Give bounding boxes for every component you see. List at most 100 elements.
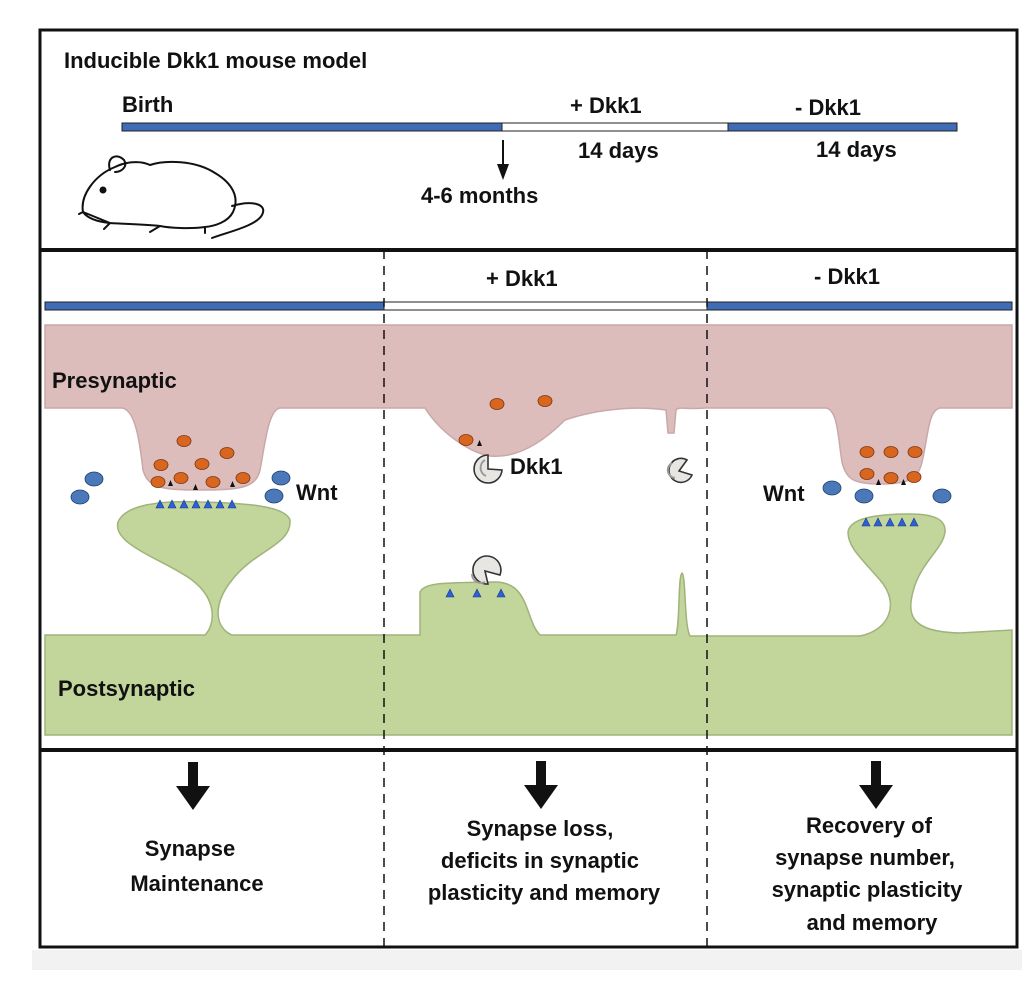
outcome-right-line: synaptic plasticity <box>772 877 964 902</box>
outcome-right-line: synapse number, <box>775 845 955 870</box>
outcomes-section: Synapse Maintenance Synapse loss, defici… <box>130 761 969 935</box>
outcome-middle-line: plasticity and memory <box>428 880 661 905</box>
wnt-sphere-icon <box>854 488 874 504</box>
plus-dkk1-timeline-label: + Dkk1 <box>570 93 642 118</box>
vesicle <box>173 472 189 484</box>
down-arrow-icon <box>176 762 210 810</box>
left-vesicles <box>150 435 251 488</box>
panel-timeline-middle <box>383 301 708 311</box>
postsynaptic-membrane <box>44 500 1013 736</box>
receptor <box>227 499 237 509</box>
receptor <box>496 588 506 598</box>
vesicle <box>458 434 474 446</box>
outcome-right-line: Recovery of <box>806 813 933 838</box>
presynaptic-label: Presynaptic <box>52 368 177 393</box>
wnt-label-right: Wnt <box>763 481 805 506</box>
plus-dkk1-panel-header: + Dkk1 <box>486 266 558 291</box>
left-release-markers <box>168 480 235 490</box>
receptor <box>873 517 883 527</box>
receptor <box>445 588 455 598</box>
vesicle <box>219 447 235 459</box>
vesicle <box>907 446 923 458</box>
vesicle <box>235 472 251 484</box>
wnt-sphere-icon <box>271 470 291 486</box>
right-vesicles <box>859 446 923 484</box>
outcome-left: Synapse Maintenance <box>130 836 263 896</box>
vesicle <box>194 458 210 470</box>
receptor <box>909 517 919 527</box>
left-wnt-proteins <box>70 470 291 505</box>
vesicle <box>537 395 553 407</box>
panel-timeline-left <box>44 301 385 311</box>
down-arrow-icon <box>859 761 893 809</box>
dkk1-bound-icon <box>471 555 502 585</box>
receptor <box>861 517 871 527</box>
wnt-sphere-icon <box>264 488 284 504</box>
right-receptors <box>861 517 919 527</box>
right-wnt-proteins <box>822 480 952 504</box>
outcome-right-line: and memory <box>807 910 939 935</box>
vesicle <box>883 446 899 458</box>
age-arrow-icon <box>497 140 509 180</box>
birth-label: Birth <box>122 92 173 117</box>
release-marker <box>193 484 198 490</box>
outcome-middle-line: Synapse loss, <box>467 816 614 841</box>
receptor <box>897 517 907 527</box>
receptor <box>155 499 165 509</box>
outcome-left-line: Maintenance <box>130 871 263 896</box>
receptor <box>215 499 225 509</box>
release-marker <box>477 440 482 446</box>
mouse-outline-icon <box>78 155 265 239</box>
minus-dkk1-panel-header: - Dkk1 <box>814 264 880 289</box>
vesicle <box>153 459 169 471</box>
panel-timeline-right <box>706 301 1013 311</box>
wnt-sphere-icon <box>822 480 842 496</box>
vesicle <box>489 398 505 410</box>
minus-duration-label: 14 days <box>816 137 897 162</box>
header-title: Inducible Dkk1 mouse model <box>64 48 367 73</box>
outcome-middle-line: deficits in synaptic <box>441 848 639 873</box>
vesicle <box>205 476 221 488</box>
dkk1-icon <box>666 457 694 484</box>
receptor <box>179 499 189 509</box>
left-receptors <box>155 499 237 509</box>
vesicle <box>883 472 899 484</box>
release-marker <box>876 479 881 485</box>
wnt-sphere-icon <box>932 488 952 504</box>
middle-vesicles <box>458 395 553 446</box>
wnt-sphere-icon <box>70 489 90 505</box>
outcome-middle: Synapse loss, deficits in synaptic plast… <box>428 816 661 905</box>
release-marker <box>901 479 906 485</box>
synapse-section: + Dkk1 - Dkk1 Presynaptic Postsynaptic <box>44 264 1013 736</box>
right-release-markers <box>876 479 906 485</box>
receptor <box>203 499 213 509</box>
bottom-strip <box>32 950 1022 970</box>
dkk1-label: Dkk1 <box>510 454 563 479</box>
receptor <box>191 499 201 509</box>
postsynaptic-label: Postsynaptic <box>58 676 195 701</box>
header-section: Inducible Dkk1 mouse model Birth + Dkk1 … <box>64 48 958 239</box>
dkk1-icon <box>473 454 503 484</box>
receptor <box>472 588 482 598</box>
timeline-plus-segment <box>501 122 729 132</box>
vesicle <box>150 476 166 488</box>
release-marker <box>230 481 235 487</box>
middle-receptors <box>445 588 506 598</box>
vesicle <box>859 446 875 458</box>
outcome-left-line: Synapse <box>145 836 236 861</box>
outcome-right: Recovery of synapse number, synaptic pla… <box>772 813 969 935</box>
timeline-pre-segment <box>121 122 503 132</box>
receptor <box>167 499 177 509</box>
vesicle <box>906 471 922 483</box>
wnt-label-left: Wnt <box>296 480 338 505</box>
plus-duration-label: 14 days <box>578 138 659 163</box>
timeline-minus-segment <box>727 122 958 132</box>
vesicle <box>176 435 192 447</box>
wnt-sphere-icon <box>84 471 104 487</box>
down-arrow-icon <box>524 761 558 809</box>
minus-dkk1-timeline-label: - Dkk1 <box>795 95 861 120</box>
release-marker <box>168 480 173 486</box>
receptor <box>885 517 895 527</box>
vesicle <box>859 468 875 480</box>
